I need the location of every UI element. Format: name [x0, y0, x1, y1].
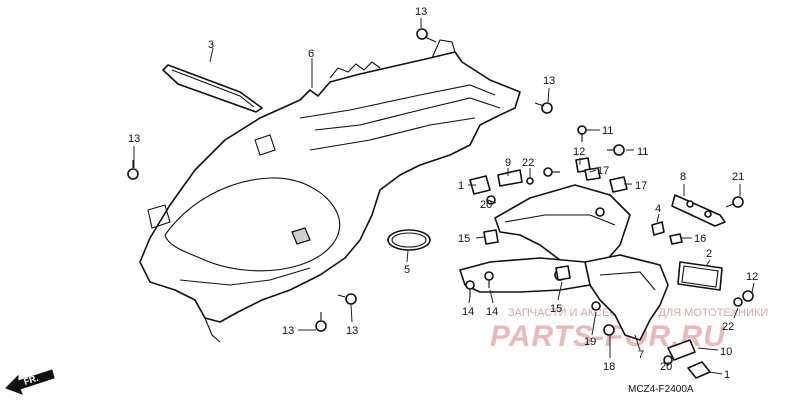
bolts: [127, 28, 754, 365]
callout-13-left: 13: [128, 133, 140, 145]
callout-1-upper: 1: [458, 180, 464, 192]
nut-1-lower: [687, 361, 711, 379]
callouts: 3 6 13 13 13 5 11 11 9 22 12 17 17 1 20 …: [128, 6, 758, 381]
clip-17-left: [584, 167, 601, 181]
callout-18: 18: [603, 361, 615, 373]
license-bracket: [459, 184, 669, 341]
callout-17-left: 17: [597, 165, 609, 177]
front-direction-arrow: FR.: [5, 369, 55, 395]
callout-12-lower: 12: [746, 271, 758, 283]
diagram-code: MCZ4-F2400A: [628, 384, 694, 395]
clip-17-right: [609, 176, 628, 193]
callout-5: 5: [404, 264, 410, 276]
callout-4: 4: [655, 203, 661, 215]
callout-2: 2: [706, 248, 712, 260]
callout-1-lower: 1: [724, 369, 730, 381]
callout-3: 3: [208, 39, 214, 51]
callout-16: 16: [694, 233, 706, 245]
reflector: [677, 261, 723, 291]
callout-11-upper: 11: [602, 125, 613, 137]
clip-4: [651, 221, 665, 236]
bracket-9: [497, 169, 523, 187]
nut-1-upper: [469, 175, 491, 195]
callout-19: 19: [584, 336, 596, 348]
rear-inner-fender: [139, 39, 521, 343]
bracket-10: [667, 339, 696, 361]
callout-13-top: 13: [415, 6, 427, 18]
callout-15-lower: 15: [550, 303, 562, 315]
clip-16: [669, 233, 683, 245]
callout-22-upper: 22: [522, 157, 534, 169]
clip-15-left: [483, 229, 499, 245]
o-ring: [387, 229, 431, 251]
callout-13-bottom-right: 13: [346, 325, 358, 337]
leader-lines: [133, 18, 755, 375]
callout-13-right: 13: [543, 75, 555, 87]
clip-15-lower: [555, 265, 571, 281]
callout-17-right: 17: [635, 180, 647, 192]
callout-11-lower: 11: [637, 146, 648, 158]
callout-20-lower: 20: [660, 361, 672, 373]
fr-label: FR.: [23, 373, 40, 387]
callout-6: 6: [308, 48, 314, 60]
callout-22-lower: 22: [722, 321, 734, 333]
callout-13-bottom-left: 13: [282, 325, 294, 337]
callout-12-upper: 12: [573, 146, 585, 158]
callout-7: 7: [638, 349, 644, 361]
callout-15-left: 15: [458, 233, 470, 245]
callout-9: 9: [505, 157, 511, 169]
stay: [671, 194, 726, 227]
callout-14-right: 14: [486, 306, 498, 318]
callout-21: 21: [732, 171, 744, 183]
callout-14-left: 14: [462, 306, 474, 318]
rubber-band: [162, 64, 263, 113]
callout-20-upper: 20: [480, 199, 492, 211]
callout-8: 8: [680, 171, 686, 183]
callout-10: 10: [720, 346, 732, 358]
